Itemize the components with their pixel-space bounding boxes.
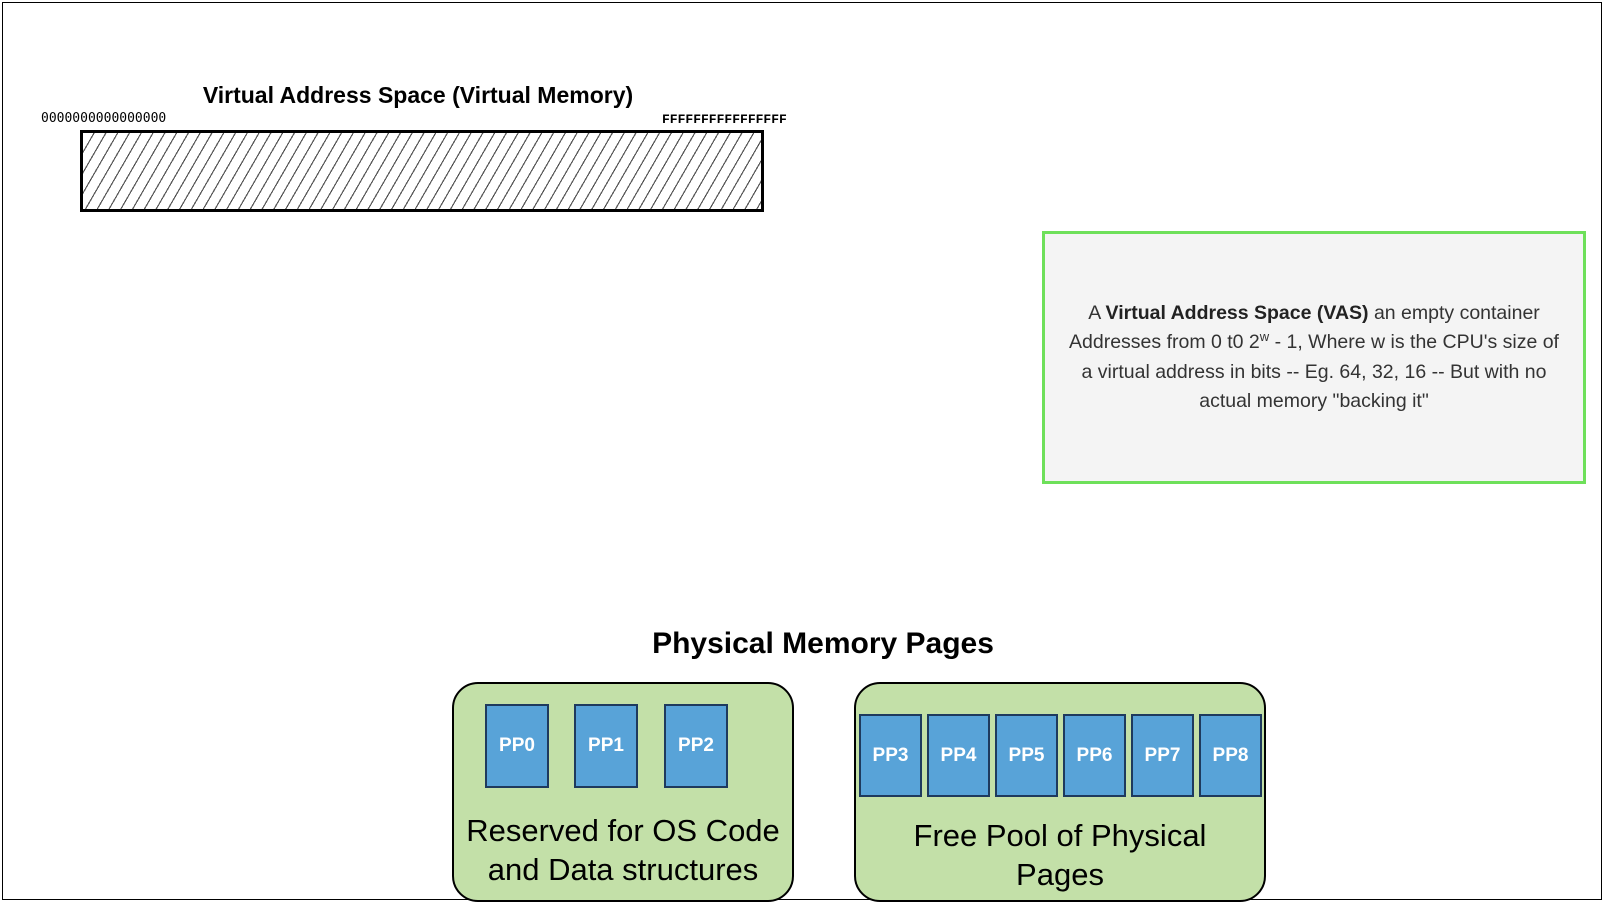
free-label-line2: Pages <box>1016 857 1104 892</box>
reserved-pages-group: PP0 PP1 PP2 Reserved for OS Code and Dat… <box>452 682 794 902</box>
physical-page: PP4 <box>927 714 990 797</box>
reserved-label-line2: and Data structures <box>487 852 759 887</box>
note-bold-term: Virtual Address Space (VAS) <box>1105 301 1369 324</box>
physical-page: PP3 <box>859 714 922 797</box>
note-line4: actual memory "backing it" <box>1199 390 1429 412</box>
free-pages-group: PP3 PP4 PP5 PP6 PP7 PP8 Free Pool of Phy… <box>854 682 1266 902</box>
physical-memory-title: Physical Memory Pages <box>652 627 994 660</box>
physical-page: PP7 <box>1131 714 1194 797</box>
free-group-label: Free Pool of Physical Pages <box>856 816 1264 894</box>
note-text: A Virtual Address Space (VAS) an empty c… <box>1069 299 1559 417</box>
vas-title: Virtual Address Space (Virtual Memory) <box>202 82 634 108</box>
physical-page: PP0 <box>485 704 549 788</box>
physical-page: PP1 <box>574 704 638 788</box>
reserved-label-line1: Reserved for OS Code <box>466 813 780 848</box>
note-line1-rest: an empty container <box>1368 301 1540 324</box>
physical-page: PP6 <box>1063 714 1126 797</box>
note-line3: a virtual address in bits -- Eg. 64, 32,… <box>1081 360 1547 383</box>
reserved-group-label: Reserved for OS Code and Data structures <box>454 811 792 889</box>
physical-page: PP8 <box>1199 714 1262 797</box>
note-line2-end: - 1, Where w is the CPU's size of <box>1269 331 1559 353</box>
note-exponent: w <box>1259 329 1270 344</box>
physical-page: PP2 <box>664 704 728 788</box>
vas-bar <box>80 130 764 212</box>
vas-end-address: FFFFFFFFFFFFFFFF <box>662 112 787 127</box>
vas-description-note: A Virtual Address Space (VAS) an empty c… <box>1042 231 1586 484</box>
note-line2-start: Addresses from 0 t0 2 <box>1069 331 1260 353</box>
physical-page: PP5 <box>995 714 1058 797</box>
note-prefix: A <box>1088 301 1106 324</box>
vas-start-address: 0000000000000000 <box>41 111 167 126</box>
free-label-line1: Free Pool of Physical <box>913 818 1207 853</box>
